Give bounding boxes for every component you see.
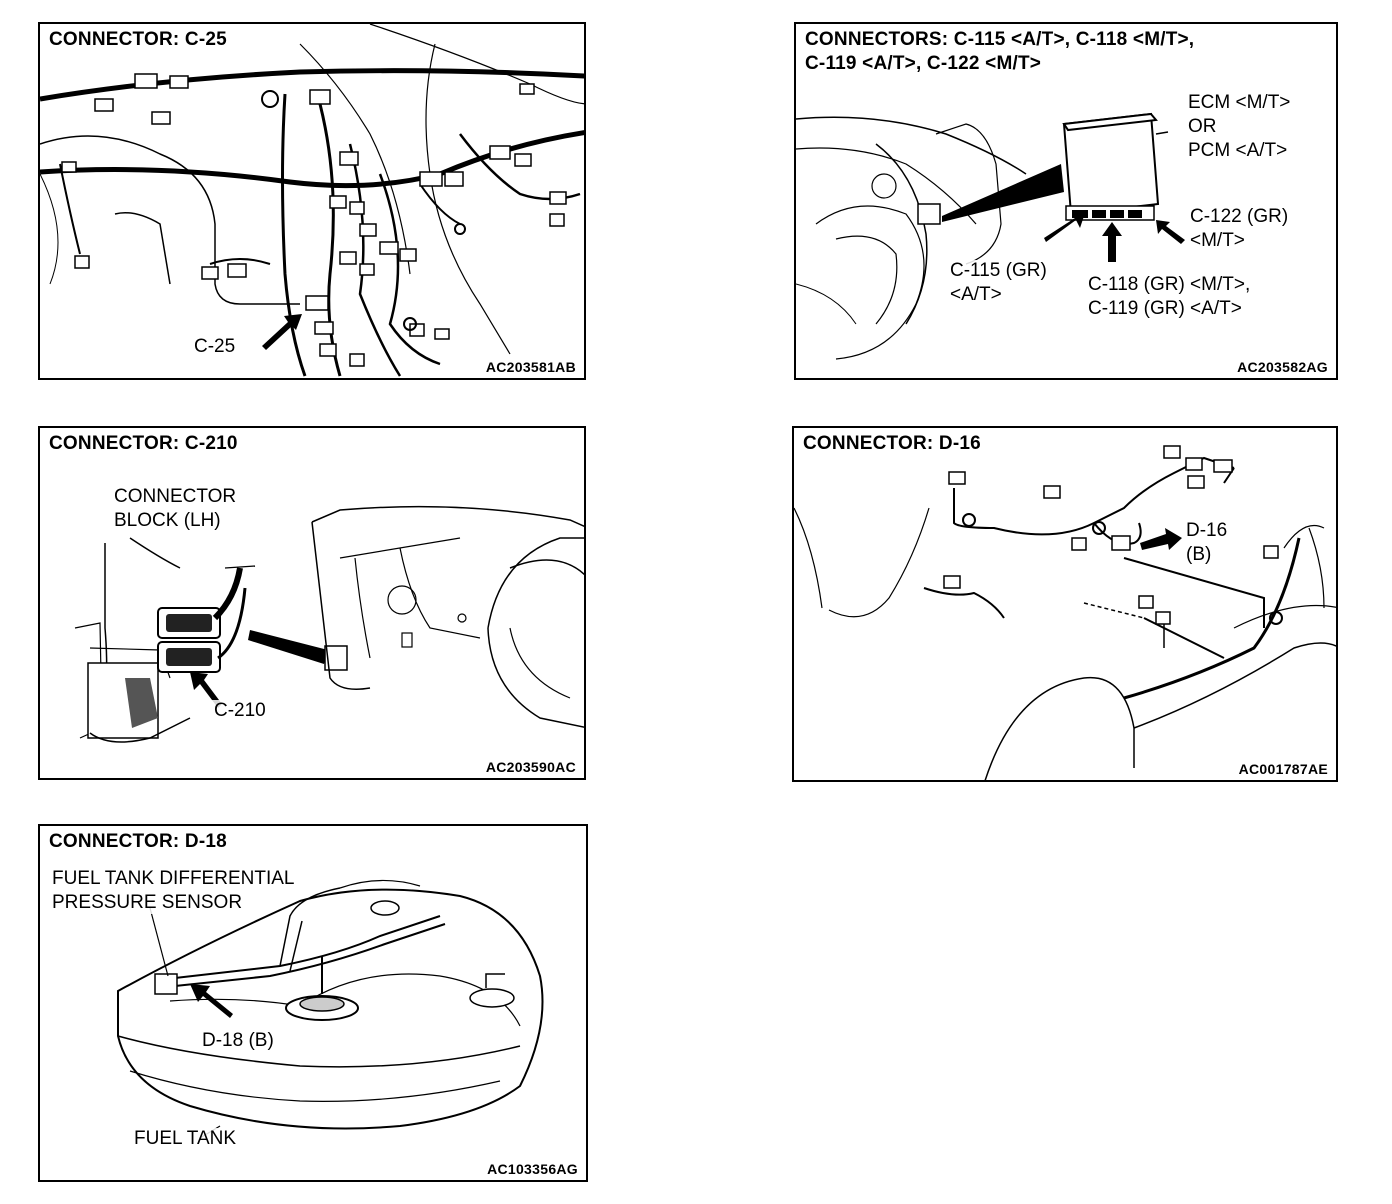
label-c210: C-210: [212, 700, 268, 722]
figure-code: AC203581AB: [485, 359, 576, 375]
label-d16-b: (B): [1184, 544, 1214, 566]
panel-connectors-c115: CONNECTORS: C-115 <A/T>, C-118 <M/T>, C-…: [794, 22, 1338, 380]
panel-title-line1: CONNECTORS: C-115 <A/T>, C-118 <M/T>,: [805, 29, 1195, 50]
label-sensor-line1: FUEL TANK DIFFERENTIAL: [50, 868, 297, 890]
ecm-module: [1062, 112, 1169, 221]
arrow-d16: [1140, 528, 1182, 550]
panel-connector-d16: CONNECTOR: D-16 D-16 (B) AC001787AE: [792, 426, 1338, 782]
fuel-tank-illustration: [117, 879, 544, 1139]
panel-title: CONNECTOR: C-210: [46, 432, 241, 456]
label-or: OR: [1186, 116, 1219, 138]
panel-title: CONNECTOR: D-16: [800, 432, 984, 456]
label-c25: C-25: [192, 336, 238, 358]
rear-harness-illustration: [794, 445, 1336, 780]
label-fuel-tank: FUEL TANK: [132, 1128, 239, 1150]
dashboard-harness-illustration: [40, 24, 584, 377]
arrow-c25: [262, 314, 302, 350]
figure-code: AC203582AG: [1237, 359, 1328, 375]
arrow-c115: [1044, 214, 1084, 242]
label-ecm: ECM <M/T>: [1186, 92, 1293, 114]
panel-title: CONNECTORS: C-115 <A/T>, C-118 <M/T>, C-…: [802, 28, 1198, 76]
figure-code: AC203590AC: [485, 759, 576, 775]
ecm-location-illustration: [796, 112, 1185, 360]
label-pcm: PCM <A/T>: [1186, 140, 1290, 162]
panel-connector-c210: CONNECTOR: C-210 CONNECTOR BLOCK (LH) C-…: [38, 426, 586, 780]
panel-title: CONNECTOR: C-25: [46, 28, 230, 52]
label-c115-at: <A/T>: [948, 284, 1004, 306]
label-c119: C-119 (GR) <A/T>: [1086, 298, 1244, 320]
label-c122: C-122 (GR): [1188, 206, 1291, 228]
label-connector-block: CONNECTOR: [112, 486, 239, 508]
arrow-c122: [1156, 220, 1185, 244]
label-c122-mt: <M/T>: [1188, 230, 1247, 252]
panel-connector-d18: CONNECTOR: D-18 FUEL TANK DIFFERENTIAL P…: [38, 824, 588, 1182]
arrow-d18: [190, 984, 233, 1018]
label-sensor-line2: PRESSURE SENSOR: [50, 892, 245, 914]
connector-block-illustration: [74, 505, 584, 743]
arrow-c118: [1102, 222, 1122, 262]
label-d18: D-18 (B): [200, 1030, 276, 1052]
panel-title-line2: C-119 <A/T>, C-122 <M/T>: [805, 53, 1042, 74]
label-d16: D-16: [1184, 520, 1230, 542]
panel-title: CONNECTOR: D-18: [46, 830, 230, 854]
label-c115: C-115 (GR): [948, 260, 1049, 282]
arrow-c210: [190, 672, 222, 708]
panel-connector-c25: CONNECTOR: C-25 C-25 AC203581AB: [38, 22, 586, 380]
label-connector-block-lh: BLOCK (LH): [112, 510, 223, 532]
figure-code: AC103356AG: [487, 1161, 578, 1177]
label-c118: C-118 (GR) <M/T>,: [1086, 274, 1253, 296]
figure-code: AC001787AE: [1238, 761, 1328, 777]
